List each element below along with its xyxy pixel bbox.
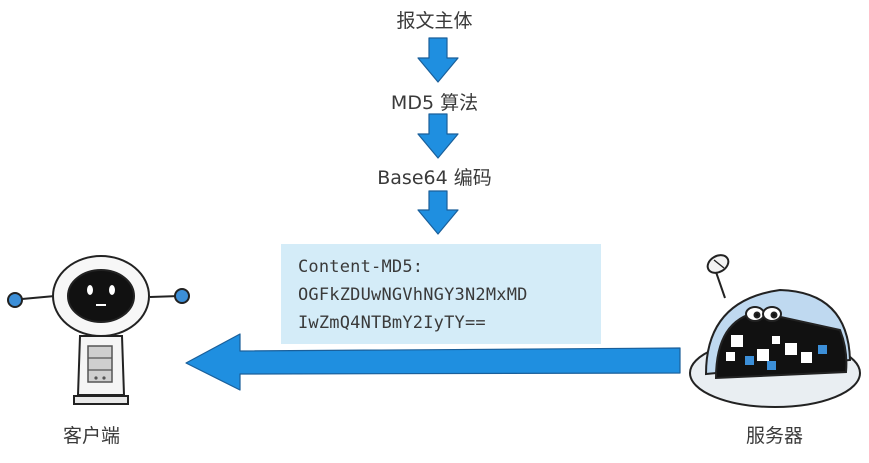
content-md5-header-name: Content-MD5: — [298, 257, 424, 277]
step-md5-algorithm: MD5 算法 — [390, 92, 479, 114]
content-md5-value-line1: OGFkZDUwNGVhNGY3N2MxMD — [298, 285, 528, 305]
content-md5-header-box — [281, 244, 601, 344]
server-label: 服务器 — [746, 425, 804, 447]
down-arrow-1 — [417, 37, 459, 83]
server-robot-icon — [689, 254, 861, 408]
step-message-body: 报文主体 — [396, 10, 473, 32]
client-robot-icon — [7, 255, 190, 405]
response-arrow — [185, 333, 681, 391]
down-arrow-3 — [417, 190, 459, 235]
down-arrow-2 — [417, 113, 459, 159]
step-base64-encoding: Base64 编码 — [377, 167, 492, 189]
content-md5-value-line2: IwZmQ4NTBmY2IyTY== — [298, 313, 486, 333]
client-label: 客户端 — [63, 425, 121, 447]
